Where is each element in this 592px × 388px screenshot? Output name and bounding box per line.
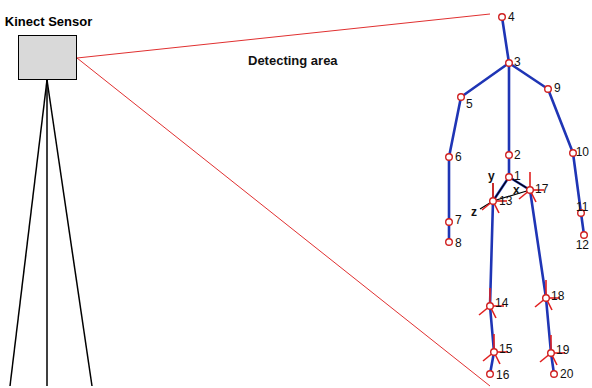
tripod [10,80,92,386]
joint-marker [506,174,513,181]
joint-marker [458,94,465,101]
joint-number: 1 [514,170,521,183]
joint-marker [446,239,453,246]
joint-number: 16 [496,369,509,382]
bone [502,17,509,63]
axis-letter: z [471,206,477,219]
joint-number: 13 [499,195,512,208]
joint-number: 5 [466,98,473,111]
joint-marker [545,86,552,93]
joint-axes [479,172,565,365]
joint-number: 15 [499,343,512,356]
joint-marker [446,219,453,226]
joint-number: 8 [455,237,462,250]
joint-marker [499,14,506,21]
bone [449,97,461,157]
bone [448,157,451,222]
joint-number: 3 [514,56,521,69]
joint-marker [527,187,534,194]
joint-marker [487,303,494,310]
skeleton-bones [449,17,584,374]
axis-letter: x [513,184,520,197]
detecting-cone [77,14,490,386]
tripod-leg [47,80,92,386]
joint-marker [581,232,588,239]
joint-number: 17 [535,183,548,196]
joint-number: 14 [495,297,508,310]
hip-axes [480,177,530,209]
joint-number: 4 [508,11,515,24]
joint-number: 6 [455,151,462,164]
area-label: Detecting area [248,53,338,68]
joint-marker [491,349,498,356]
cone-edge [77,14,490,58]
bone [490,201,493,306]
joint-marker [551,371,558,378]
tripod-leg [10,80,47,386]
cone-edge [77,58,490,386]
joint-number: 19 [556,344,569,357]
sensor-box: Kinect Sensor [18,35,77,80]
joint-marker [543,295,550,302]
joint-marker [487,371,494,378]
joint-number: 12 [576,239,589,252]
bone [530,190,546,298]
joint-marker [490,198,497,205]
joint-marker [506,152,513,159]
joint-number: 2 [514,149,521,162]
joint-marker [570,150,577,157]
joint-number: 18 [551,290,564,303]
sensor-heading: Kinect Sensor [5,14,92,29]
joint-marker [506,60,513,67]
joint-marker [446,154,453,161]
joint-number: 11 [576,201,588,214]
bone [548,89,573,153]
joint-number: 9 [554,82,561,95]
axis-letter: y [488,170,495,183]
bone [546,298,551,353]
tripod-leg [46,80,48,386]
skeleton-joints [446,14,588,378]
joint-number: 20 [560,368,573,381]
bone [461,63,509,97]
joint-number: 10 [576,146,589,159]
joint-number: 7 [455,214,462,227]
joint-marker [548,350,555,357]
bone [508,63,511,155]
